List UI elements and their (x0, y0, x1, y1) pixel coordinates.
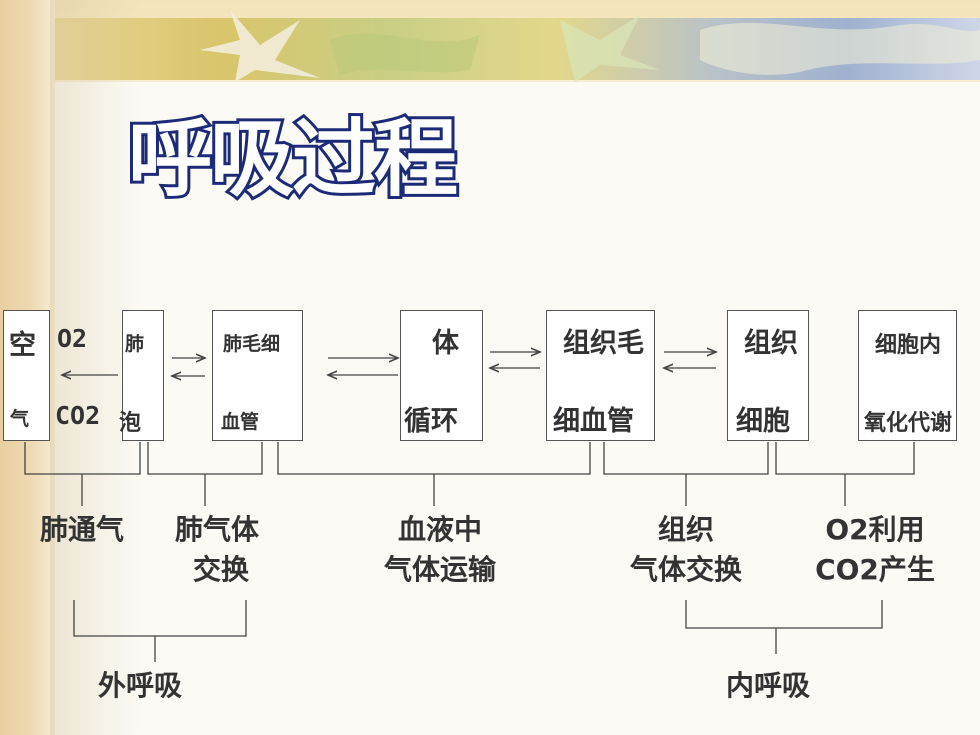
box-circulation: 体 循环 (400, 310, 483, 441)
group-internal-text: 内呼吸 (725, 669, 810, 702)
group-internal: 内呼吸 (708, 666, 828, 706)
stage-utilization-line1: O2利用 (825, 513, 925, 546)
alveoli-top: 肺 (125, 333, 145, 355)
intracellular-top: 细胞内 (875, 333, 942, 358)
stage-lung-ventilation: 肺通气 (18, 510, 146, 550)
stage-tissue-exchange: 组织 气体交换 (606, 510, 766, 590)
bracket-lung-ventilation (24, 442, 141, 475)
bracket-lung-exchange (147, 442, 263, 475)
stage-tissue-exchange-line1: 组织 (657, 513, 714, 546)
circulation-bottom: 循环 (404, 406, 458, 437)
intracellular-bottom: 氧化代谢 (864, 411, 953, 436)
stage-lung-ventilation-text: 肺通气 (39, 513, 124, 546)
tissue-capillary-top: 组织毛 (563, 328, 644, 359)
stage-utilization-line2: CO2产生 (815, 553, 935, 586)
bracket-internal (685, 600, 883, 629)
page-title: 呼吸过程 (125, 107, 462, 204)
leaf-decoration (200, 10, 980, 82)
stage-utilization: O2利用 CO2产生 (800, 510, 950, 590)
air-top: 空 (9, 330, 36, 361)
bracket-blood-transport (277, 442, 591, 475)
circulation-top: 体 (432, 328, 459, 359)
stage-lung-exchange-line1: 肺气体 (175, 513, 260, 546)
tissue-capillary-bottom: 细血管 (553, 406, 634, 437)
alveoli-bottom: 泡 (119, 411, 142, 436)
bracket-utilization (775, 442, 915, 475)
tissue-cell-bottom: 细胞 (736, 406, 790, 437)
stage-lung-exchange-line2: 交换 (193, 553, 250, 586)
stage-blood-transport: 血液中 气体运输 (360, 510, 520, 590)
box-alveoli: 肺 泡 (119, 310, 164, 441)
lung-capillary-top: 肺毛细 (223, 333, 281, 355)
air-bottom: 气 (10, 408, 30, 430)
stage-lung-exchange: 肺气体 交换 (155, 510, 295, 590)
box-tissue-capillary: 组织毛 细血管 (546, 310, 655, 441)
box-lung-capillary: 肺毛细 血管 (212, 310, 303, 441)
box-intracellular: 细胞内 氧化代谢 (858, 310, 957, 441)
group-external-text: 外呼吸 (97, 669, 182, 702)
title-text: 呼吸过程 (128, 110, 457, 204)
lung-capillary-bottom: 血管 (221, 411, 260, 433)
bracket-tissue-exchange (603, 442, 769, 475)
gas-co2-label: CO2 (55, 401, 101, 430)
stage-blood-transport-line2: 气体运输 (383, 553, 496, 586)
stage-tissue-exchange-line2: 气体交换 (629, 553, 742, 586)
tissue-cell-top: 组织 (744, 328, 798, 359)
box-tissue-cell: 组织 细胞 (727, 310, 809, 441)
bracket-external (73, 600, 247, 637)
stage-blood-transport-line1: 血液中 (397, 513, 482, 546)
group-external: 外呼吸 (80, 666, 200, 706)
box-air: 空 气 (3, 310, 50, 441)
gas-o2-label: O2 (57, 324, 88, 353)
